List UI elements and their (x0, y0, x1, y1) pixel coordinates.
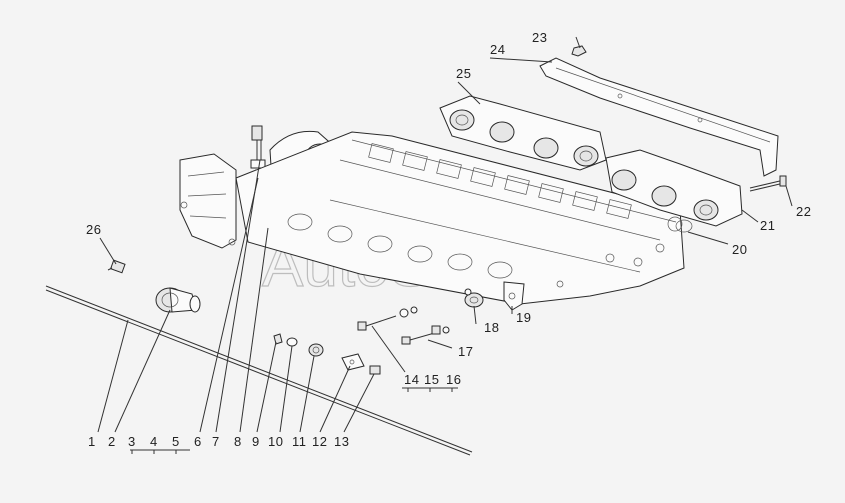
callout-4: 4 (150, 434, 158, 449)
part-stud-bolt (749, 175, 787, 192)
callout-16: 16 (446, 372, 461, 387)
callout-18: 18 (484, 320, 499, 335)
part-exhaust-manifold-front (439, 95, 607, 171)
part-bracket (503, 281, 525, 311)
callout-14: 14 (404, 372, 419, 387)
callout-19: 19 (516, 310, 531, 325)
callout-1: 1 (88, 434, 96, 449)
part-cylinder-head (235, 131, 685, 305)
part-rod (45, 285, 473, 456)
part-bolt-set (357, 306, 418, 331)
group-ticks (131, 388, 453, 454)
callout-13: 13 (334, 434, 349, 449)
callout-25: 25 (456, 66, 471, 81)
part-sensor (107, 259, 126, 274)
part-intake-manifold (179, 153, 237, 249)
callout-5: 5 (172, 434, 180, 449)
callout-6: 6 (194, 434, 202, 449)
callout-17: 17 (458, 344, 473, 359)
part-washer (464, 288, 484, 308)
callout-8: 8 (234, 434, 242, 449)
part-pipe-fitting (250, 125, 266, 169)
callout-23: 23 (532, 30, 547, 45)
callout-labels: 1 2 3 4 5 6 7 8 9 10 11 12 13 14 15 16 1… (86, 30, 811, 449)
callout-15: 15 (424, 372, 439, 387)
callout-9: 9 (252, 434, 260, 449)
part-thermostat-housing (155, 287, 201, 313)
callout-12: 12 (312, 434, 327, 449)
callout-26: 26 (86, 222, 101, 237)
callout-21: 21 (760, 218, 775, 233)
callout-20: 20 (732, 242, 747, 257)
callout-11: 11 (292, 434, 307, 449)
callout-10: 10 (268, 434, 283, 449)
leader-lines (97, 36, 793, 451)
part-small-fittings (273, 333, 381, 375)
part-nut (571, 45, 587, 57)
callout-3: 3 (128, 434, 136, 449)
part-exhaust-manifold-rear (605, 149, 743, 233)
part-heat-shield (539, 57, 779, 177)
callout-24: 24 (490, 42, 505, 57)
callout-7: 7 (212, 434, 220, 449)
part-bolt-17 (401, 325, 450, 345)
callout-22: 22 (796, 204, 811, 219)
callout-2: 2 (108, 434, 116, 449)
